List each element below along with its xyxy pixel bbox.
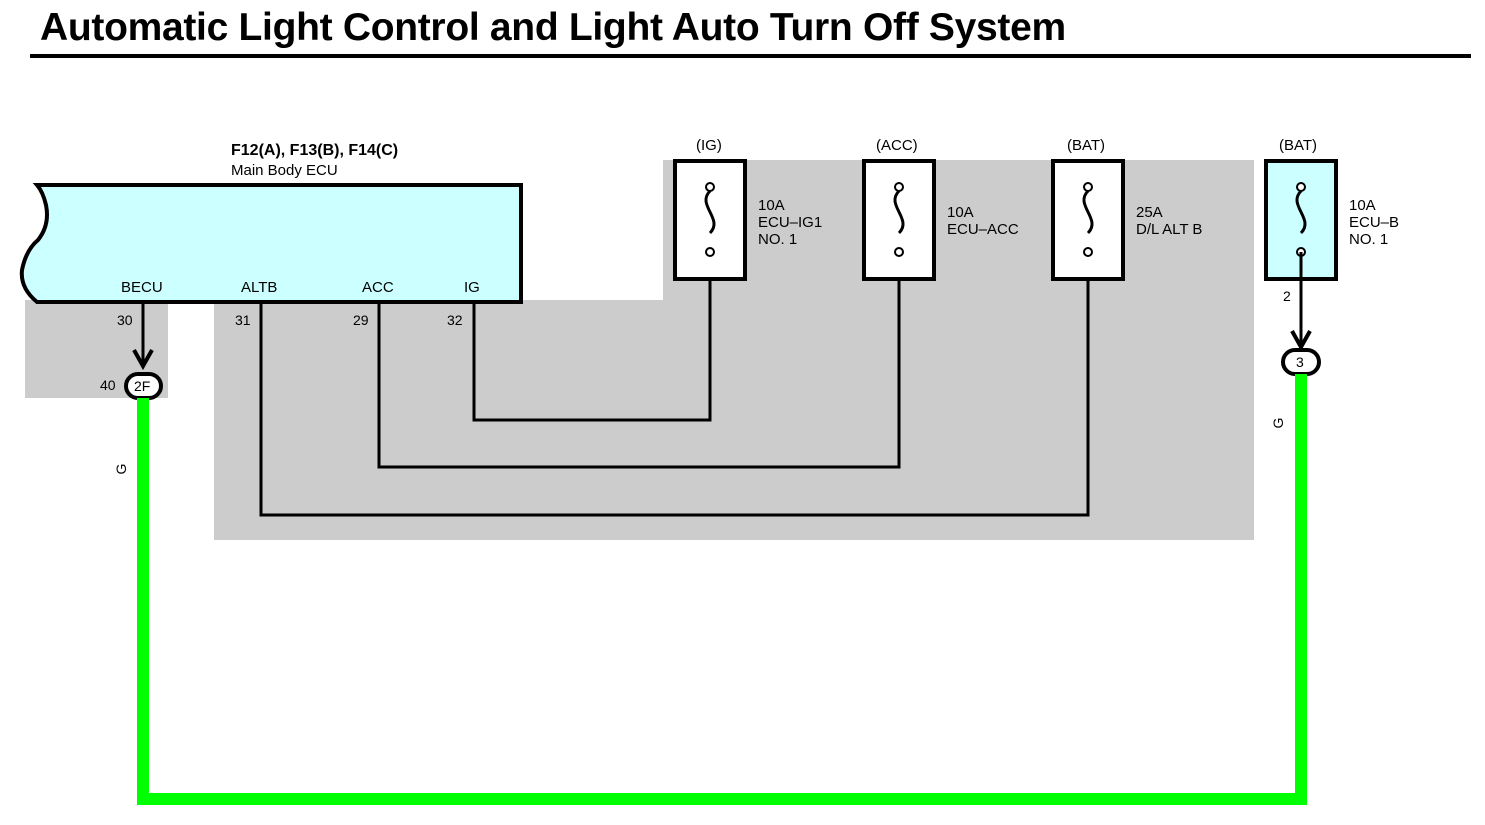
fuse-1-source: (IG) [696,137,722,154]
wire-color-right: G [1270,418,1286,429]
pin-31: 31 [235,312,251,328]
fuse-1-name: ECU–IG1 [758,214,822,231]
fuse-3-name: D/L ALT B [1136,221,1202,238]
fuse-4-source: (BAT) [1279,137,1317,154]
pin-32: 32 [447,312,463,328]
fuse-3-icon [1082,182,1094,257]
fuse-3-source: (BAT) [1067,137,1105,154]
fuse-1-rating: 10A [758,197,785,214]
fuse-2-box [862,159,936,281]
wire-green [137,374,1307,805]
junction-3-label: 3 [1296,354,1304,370]
fuse-2-rating: 10A [947,204,974,221]
shade-fuse-block [663,160,1254,540]
fuse-4-name: ECU–B [1349,214,1399,231]
page-title: Automatic Light Control and Light Auto T… [40,6,1066,49]
fuse-4-rating: 10A [1349,197,1376,214]
pin-29: 29 [353,312,369,328]
wire-color-left: G [113,464,129,475]
fuse-2-name: ECU–ACC [947,221,1019,238]
fuse-1-icon [704,182,716,257]
ecu-connectors-label: F12(A), F13(B), F14(C) [231,142,398,159]
fuse-3-box [1051,159,1125,281]
fuse-1-box [673,159,747,281]
junction-2f-pin: 40 [100,377,116,393]
fuse-4-pin: 2 [1283,288,1291,304]
terminal-acc-label: ACC [362,279,394,296]
wire-acc [377,252,901,469]
terminal-ig-label: IG [464,279,480,296]
pin-30: 30 [117,312,133,328]
ecu-name-label: Main Body ECU [231,162,338,179]
becu-arrow [132,349,154,371]
wire-altb [259,252,1090,517]
fuse-3-rating: 25A [1136,204,1163,221]
fuse-2-icon [893,182,905,257]
fuse-1-line3: NO. 1 [758,231,797,248]
ecu-b-arrow [1290,330,1312,352]
wire-ig [472,252,712,422]
fuse-4-icon [1295,182,1307,257]
fuse-4-line3: NO. 1 [1349,231,1388,248]
junction-2f-label: 2F [134,378,150,394]
terminal-becu-label: BECU [121,279,163,296]
main-body-ecu [19,183,523,304]
fuse-2-source: (ACC) [876,137,918,154]
terminal-altb-label: ALTB [241,279,277,296]
